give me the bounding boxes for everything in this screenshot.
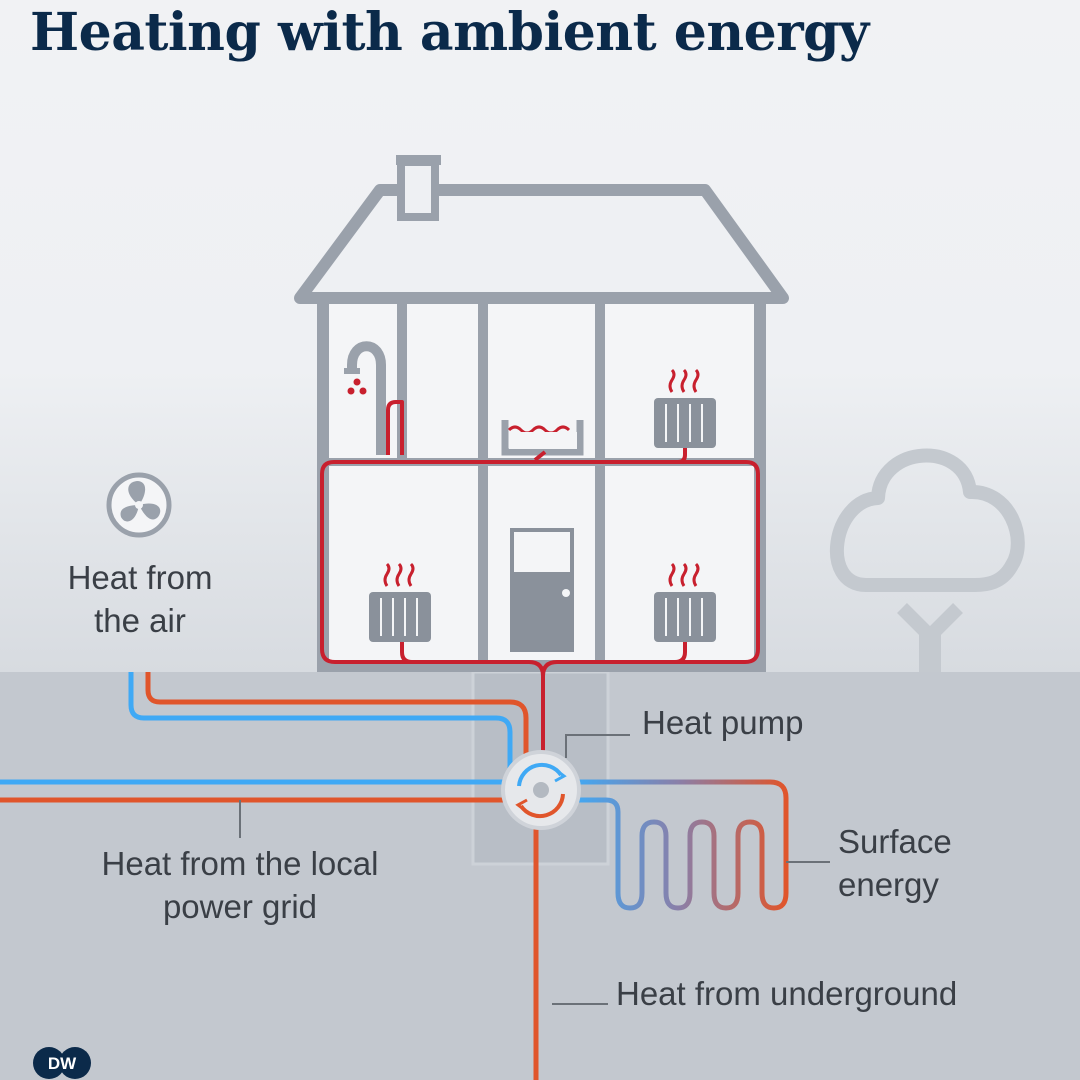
underground-heat-lines bbox=[533, 810, 555, 1080]
air-heat-lines bbox=[128, 672, 529, 800]
heat-pump-icon bbox=[501, 750, 581, 830]
label-line: Heat from the local bbox=[101, 845, 379, 882]
dw-logo: DW bbox=[33, 1047, 91, 1079]
label-heat-from-air: Heat from the air bbox=[60, 556, 220, 642]
label-line: the air bbox=[94, 602, 186, 639]
shower-icon bbox=[344, 341, 386, 455]
door-icon bbox=[510, 528, 574, 652]
label-line: Heat from bbox=[67, 559, 213, 596]
page-title: Heating with ambient energy bbox=[30, 2, 869, 63]
radiator-icon bbox=[369, 562, 431, 642]
label-heat-from-grid: Heat from the local power grid bbox=[85, 842, 395, 928]
label-line: energy bbox=[838, 866, 939, 903]
label-line: Surface bbox=[838, 823, 952, 860]
label-heat-pump: Heat pump bbox=[642, 704, 804, 741]
surface-energy-coil bbox=[572, 779, 789, 911]
tree-icon bbox=[829, 448, 1025, 672]
label-heat-from-underground: Heat from underground bbox=[616, 975, 958, 1012]
radiator-icon bbox=[654, 368, 716, 448]
grid-heat-lines bbox=[0, 779, 512, 803]
label-surface-energy: Surface energy bbox=[838, 820, 952, 906]
radiator-icon bbox=[654, 562, 716, 642]
label-leaders bbox=[239, 734, 830, 1005]
logo-text: DW bbox=[48, 1054, 77, 1073]
label-line: power grid bbox=[162, 888, 318, 925]
house-heating-pipes bbox=[320, 400, 760, 760]
fan-icon bbox=[106, 472, 172, 538]
